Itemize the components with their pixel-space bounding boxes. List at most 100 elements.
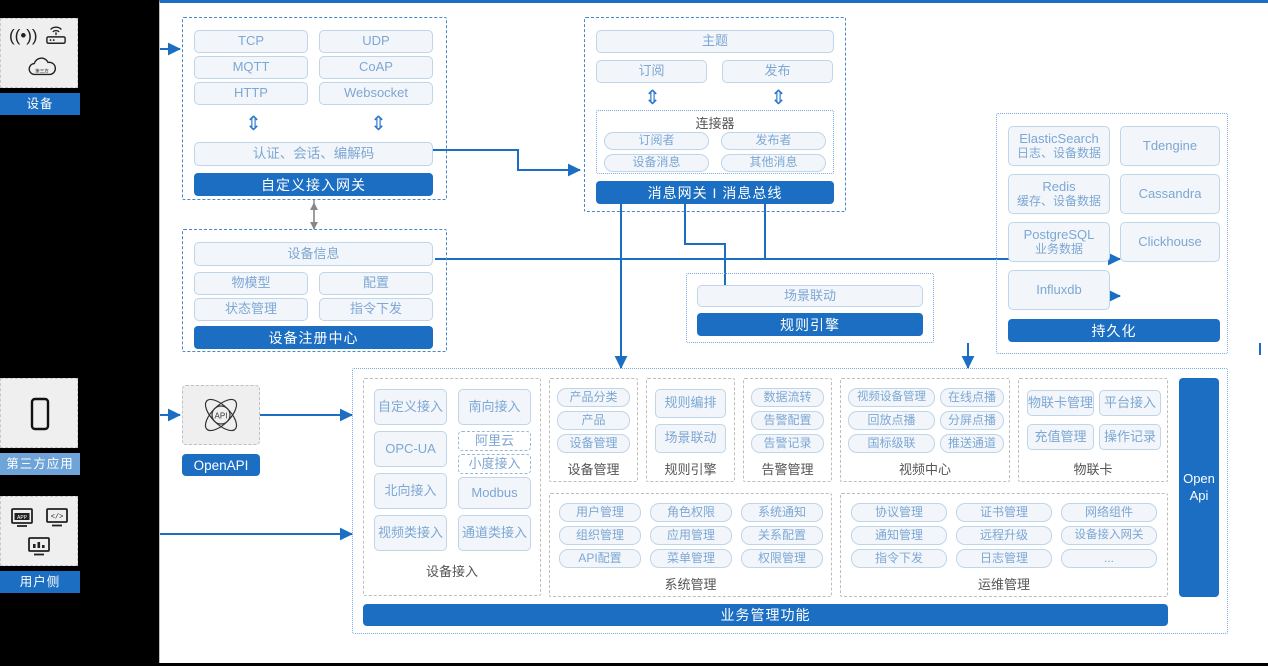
access-channel[interactable]: 通道类接入 <box>458 515 531 551</box>
iot-platform-access[interactable]: 平台接入 <box>1099 390 1161 416</box>
mobile-phone-icon <box>30 397 50 431</box>
om-device-gateway[interactable]: 设备接入网关 <box>1061 526 1157 545</box>
om-protocol-mgmt[interactable]: 协议管理 <box>851 503 947 522</box>
openapi-vertical-line2: Api <box>1189 487 1209 503</box>
business-management-bar[interactable]: 业务管理功能 <box>363 604 1168 626</box>
access-southbound[interactable]: 南向接入 <box>458 389 531 425</box>
om-notice-mgmt[interactable]: 通知管理 <box>851 526 947 545</box>
svg-text:API: API <box>215 412 228 421</box>
connector-publisher[interactable]: 发布者 <box>721 132 826 150</box>
dm-product[interactable]: 产品 <box>557 411 630 430</box>
group-access-gateway: TCP UDP MQTT CoAP HTTP Websocket ⇕ ⇕ 认证、… <box>182 17 447 200</box>
rail-group-device: ((•)) 第三方 设备 <box>0 18 80 115</box>
re-scene-linkage[interactable]: 场景联动 <box>655 424 726 453</box>
gateway-middle-layer[interactable]: 认证、会话、编解码 <box>194 142 433 166</box>
vc-push-channel[interactable]: 推送通道 <box>940 434 1004 453</box>
store-elasticsearch[interactable]: ElasticSearch 日志、设备数据 <box>1008 126 1110 166</box>
publish-chip[interactable]: 发布 <box>722 60 833 83</box>
group-iot-card: 物联卡管理 平台接入 充值管理 操作记录 物联卡 <box>1018 378 1168 482</box>
protocol-coap[interactable]: CoAP <box>319 56 433 79</box>
iot-card-mgmt[interactable]: 物联卡管理 <box>1027 390 1094 416</box>
registry-bar[interactable]: 设备注册中心 <box>194 326 433 349</box>
topic-chip[interactable]: 主题 <box>596 30 834 53</box>
vc-online-vod[interactable]: 在线点播 <box>940 388 1004 407</box>
om-remote-upgrade[interactable]: 远程升级 <box>956 526 1052 545</box>
store-redis[interactable]: Redis 缓存、设备数据 <box>1008 174 1110 214</box>
am-data-flow[interactable]: 数据流转 <box>751 388 824 407</box>
store-cassandra[interactable]: Cassandra <box>1120 174 1220 214</box>
registry-device-info[interactable]: 设备信息 <box>194 242 433 266</box>
dm-device-manage[interactable]: 设备管理 <box>557 434 630 453</box>
sm-app-mgmt[interactable]: 应用管理 <box>650 526 732 545</box>
access-opc-ua[interactable]: OPC-UA <box>374 431 447 467</box>
alarm-management-caption: 告警管理 <box>761 462 814 477</box>
access-modbus[interactable]: 北向接入 <box>374 473 447 509</box>
vc-video-device-mgmt[interactable]: 视频设备管理 <box>848 388 935 407</box>
om-more[interactable]: ... <box>1061 549 1157 568</box>
sm-role-perm[interactable]: 角色权限 <box>650 503 732 522</box>
api-atom-icon: API <box>204 398 238 432</box>
connector-device-msg[interactable]: 设备消息 <box>604 154 709 172</box>
sm-user-mgmt[interactable]: 用户管理 <box>559 503 641 522</box>
am-alarm-record[interactable]: 告警记录 <box>751 434 824 453</box>
registry-command-send[interactable]: 指令下发 <box>319 298 433 321</box>
vc-split-screen-vod[interactable]: 分屏点播 <box>940 411 1004 430</box>
store-influxdb[interactable]: Influxdb <box>1008 270 1110 310</box>
openapi-icon-box: API <box>182 385 260 445</box>
protocol-mqtt[interactable]: MQTT <box>194 56 308 79</box>
group-rule-engine-col: 规则编排 场景联动 规则引擎 <box>646 378 735 482</box>
protocol-udp[interactable]: UDP <box>319 30 433 53</box>
sm-relation-conf[interactable]: 关系配置 <box>741 526 823 545</box>
store-postgresql[interactable]: PostgreSQL 业务数据 <box>1008 222 1110 262</box>
am-alarm-config[interactable]: 告警配置 <box>751 411 824 430</box>
persistence-bar[interactable]: 持久化 <box>1008 319 1220 342</box>
access-northbound[interactable]: Modbus <box>458 477 531 509</box>
protocol-tcp[interactable]: TCP <box>194 30 308 53</box>
subscribe-chip[interactable]: 订阅 <box>596 60 707 83</box>
access-custom[interactable]: 自定义接入 <box>374 389 447 425</box>
sm-org-mgmt[interactable]: 组织管理 <box>559 526 641 545</box>
svg-text:第三方: 第三方 <box>35 68 49 75</box>
store-tdengine[interactable]: Tdengine <box>1120 126 1220 166</box>
sm-sys-notice[interactable]: 系统通知 <box>741 503 823 522</box>
iot-operation-log[interactable]: 操作记录 <box>1099 424 1161 450</box>
gateway-bar[interactable]: 自定义接入网关 <box>194 173 433 196</box>
sm-perm-mgmt[interactable]: 权限管理 <box>741 549 823 568</box>
om-network-comp[interactable]: 网络组件 <box>1061 503 1157 522</box>
access-video[interactable]: 视频类接入 <box>374 515 447 551</box>
rail-label-device: 设备 <box>0 93 80 115</box>
om-log-mgmt[interactable]: 日志管理 <box>956 549 1052 568</box>
re-rule-orchestration[interactable]: 规则编排 <box>655 389 726 418</box>
code-screen-icon: </> <box>46 508 68 527</box>
om-cert-mgmt[interactable]: 证书管理 <box>956 503 1052 522</box>
rule-engine-bar[interactable]: 规则引擎 <box>697 313 923 336</box>
user-side-icon-box: APP </> <box>0 496 78 566</box>
iot-recharge-mgmt[interactable]: 充值管理 <box>1027 424 1094 450</box>
protocol-websocket[interactable]: Websocket <box>319 82 433 105</box>
openapi-vertical-bar[interactable]: Open Api <box>1179 378 1219 597</box>
connector-other-msg[interactable]: 其他消息 <box>721 154 826 172</box>
openapi-label[interactable]: OpenAPI <box>182 454 260 476</box>
protocol-http[interactable]: HTTP <box>194 82 308 105</box>
registry-thing-model[interactable]: 物模型 <box>194 272 308 295</box>
scene-linkage-chip[interactable]: 场景联动 <box>697 285 923 307</box>
access-xiaodu[interactable]: 小度接入 <box>458 454 531 474</box>
registry-state-mgmt[interactable]: 状态管理 <box>194 298 308 321</box>
store-name: ElasticSearch <box>1019 130 1099 146</box>
store-clickhouse[interactable]: Clickhouse <box>1120 222 1220 262</box>
store-sub: 日志、设备数据 <box>1016 145 1101 160</box>
group-device-access: 自定义接入 南向接入 OPC-UA 阿里云 小度接入 北向接入 Modbus 视… <box>363 378 541 596</box>
openapi-vertical-label: Open Api <box>1183 471 1215 504</box>
sm-menu-mgmt[interactable]: 菜单管理 <box>650 549 732 568</box>
message-bus-bar[interactable]: 消息网关 I 消息总线 <box>596 181 834 204</box>
dashboard-icon <box>28 537 50 556</box>
dm-product-category[interactable]: 产品分类 <box>557 388 630 407</box>
sm-api-config[interactable]: API配置 <box>559 549 641 568</box>
om-command-send[interactable]: 指令下发 <box>851 549 947 568</box>
access-aliyun[interactable]: 阿里云 <box>458 431 531 451</box>
registry-config[interactable]: 配置 <box>319 272 433 295</box>
connector-subscriber[interactable]: 订阅者 <box>604 132 709 150</box>
store-name: Redis <box>1042 178 1076 194</box>
vc-playback-vod[interactable]: 回放点播 <box>848 411 935 430</box>
vc-gb-cascade[interactable]: 国标级联 <box>848 434 935 453</box>
